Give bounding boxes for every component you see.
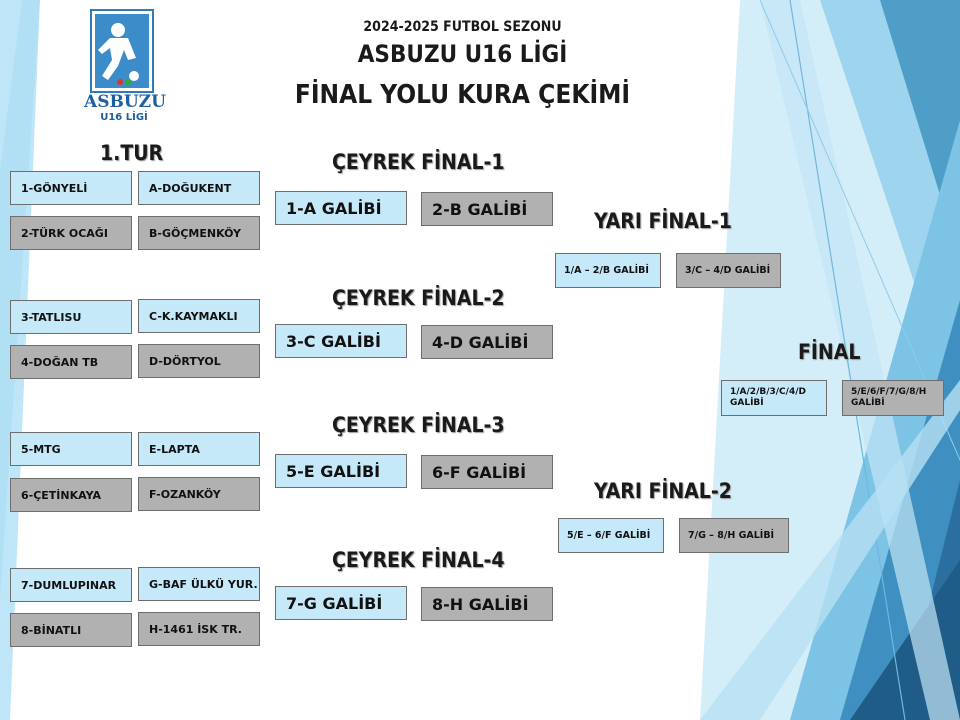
- quarterfinal-1-heading: ÇEYREK FİNAL-1: [332, 150, 505, 174]
- quarterfinal-4-heading: ÇEYREK FİNAL-4: [332, 548, 505, 572]
- team-box: 5-MTG: [10, 432, 132, 466]
- logo-name: ASBUZU: [84, 92, 166, 112]
- team-box: E-LAPTA: [138, 432, 260, 466]
- league-title: ASBUZU U16 LİGİ: [357, 40, 568, 68]
- quarterfinal-slot: 1-A GALİBİ: [275, 191, 407, 225]
- team-box: B-GÖÇMENKÖY: [138, 216, 260, 250]
- team-box: D-DÖRTYOL: [138, 344, 260, 378]
- team-box: 4-DOĞAN TB: [10, 345, 132, 379]
- quarterfinal-2-heading: ÇEYREK FİNAL-2: [332, 286, 505, 310]
- quarterfinal-slot: 6-F GALİBİ: [421, 455, 553, 489]
- quarterfinal-3-heading: ÇEYREK FİNAL-3: [332, 413, 505, 437]
- team-box: C-K.KAYMAKLI: [138, 299, 260, 333]
- season-title: 2024-2025 FUTBOL SEZONU: [363, 19, 562, 35]
- quarterfinal-slot: 2-B GALİBİ: [421, 192, 553, 226]
- quarterfinal-slot: 5-E GALİBİ: [275, 454, 407, 488]
- team-box: 7-DUMLUPINAR: [10, 568, 132, 602]
- quarterfinal-slot: 8-H GALİBİ: [421, 587, 553, 621]
- team-box: F-OZANKÖY: [138, 477, 260, 511]
- quarterfinal-slot: 7-G GALİBİ: [275, 586, 407, 620]
- semifinal-slot: 3/C – 4/D GALİBİ: [676, 253, 781, 288]
- semifinal-1-heading: YARI FİNAL-1: [594, 209, 732, 233]
- semifinal-slot: 5/E – 6/F GALİBİ: [558, 518, 664, 553]
- final-slot: 5/E/6/F/7/G/8/H GALİBİ: [842, 380, 944, 416]
- league-logo: ASBUZU U16 LİGİ: [84, 8, 166, 126]
- team-box: G-BAF ÜLKÜ YUR.: [138, 567, 260, 601]
- team-box: 8-BİNATLI: [10, 613, 132, 647]
- logo-subtitle: U16 LİGİ: [100, 112, 148, 123]
- team-box: H-1461 İSK TR.: [138, 612, 260, 646]
- team-box: 6-ÇETİNKAYA: [10, 478, 132, 512]
- team-box: 2-TÜRK OCAĞI: [10, 216, 132, 250]
- soccer-player-logo-icon: [90, 9, 154, 93]
- final-slot: 1/A/2/B/3/C/4/D GALİBİ: [721, 380, 827, 416]
- quarterfinal-slot: 3-C GALİBİ: [275, 324, 407, 358]
- semifinal-slot: 1/A – 2/B GALİBİ: [555, 253, 661, 288]
- round-1-heading: 1.TUR: [100, 141, 164, 165]
- team-box: 3-TATLISU: [10, 300, 132, 334]
- team-box: A-DOĞUKENT: [138, 171, 260, 205]
- team-box: 1-GÖNYELİ: [10, 171, 132, 205]
- page-title: FİNAL YOLU KURA ÇEKİMİ: [294, 80, 631, 110]
- quarterfinal-slot: 4-D GALİBİ: [421, 325, 553, 359]
- semifinal-slot: 7/G – 8/H GALİBİ: [679, 518, 789, 553]
- semifinal-2-heading: YARI FİNAL-2: [594, 479, 732, 503]
- final-heading: FİNAL: [798, 340, 861, 364]
